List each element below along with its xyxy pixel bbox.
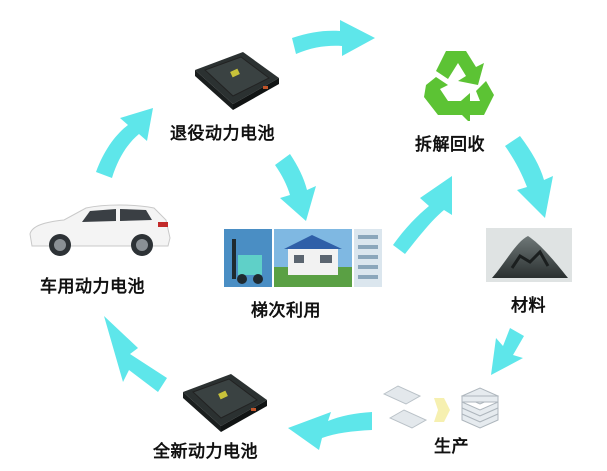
node-retired-battery: [183, 50, 283, 112]
arrow-cascade-to-recycle: [393, 176, 452, 254]
node-production: [376, 380, 506, 432]
node-new-battery: [171, 372, 271, 434]
label-materials: 材料: [511, 296, 546, 316]
battery-pack-icon: [195, 52, 279, 110]
recycle-icon: [424, 51, 494, 123]
node-vehicle: [24, 200, 174, 258]
label-new-battery: 全新动力电池: [153, 442, 258, 462]
label-cascade-use: 梯次利用: [251, 301, 321, 321]
arrow-production-to-new: [288, 412, 372, 450]
arrow-retired-to-cascade: [275, 154, 316, 221]
battery-pack-icon: [183, 374, 267, 432]
node-cascade-use: [224, 229, 382, 287]
label-recycle: 拆解回收: [415, 135, 485, 155]
production-cells-icon: [382, 385, 500, 429]
label-vehicle: 车用动力电池: [40, 277, 145, 297]
label-retired-battery: 退役动力电池: [170, 124, 275, 144]
arrow-new-to-vehicle: [104, 316, 167, 392]
forklift-house-building-icon: [224, 229, 382, 287]
label-production: 生产: [434, 437, 469, 457]
arrow-materials-to-production: [491, 328, 524, 375]
node-materials: [486, 228, 572, 282]
arrow-recycle-to-materials: [505, 136, 553, 218]
arrow-vehicle-to-retired: [96, 108, 153, 178]
material-pile-icon: [486, 228, 572, 282]
arrow-retired-to-recycle: [292, 20, 375, 56]
suv-car-icon: [29, 204, 171, 256]
node-recycle: [418, 45, 498, 123]
